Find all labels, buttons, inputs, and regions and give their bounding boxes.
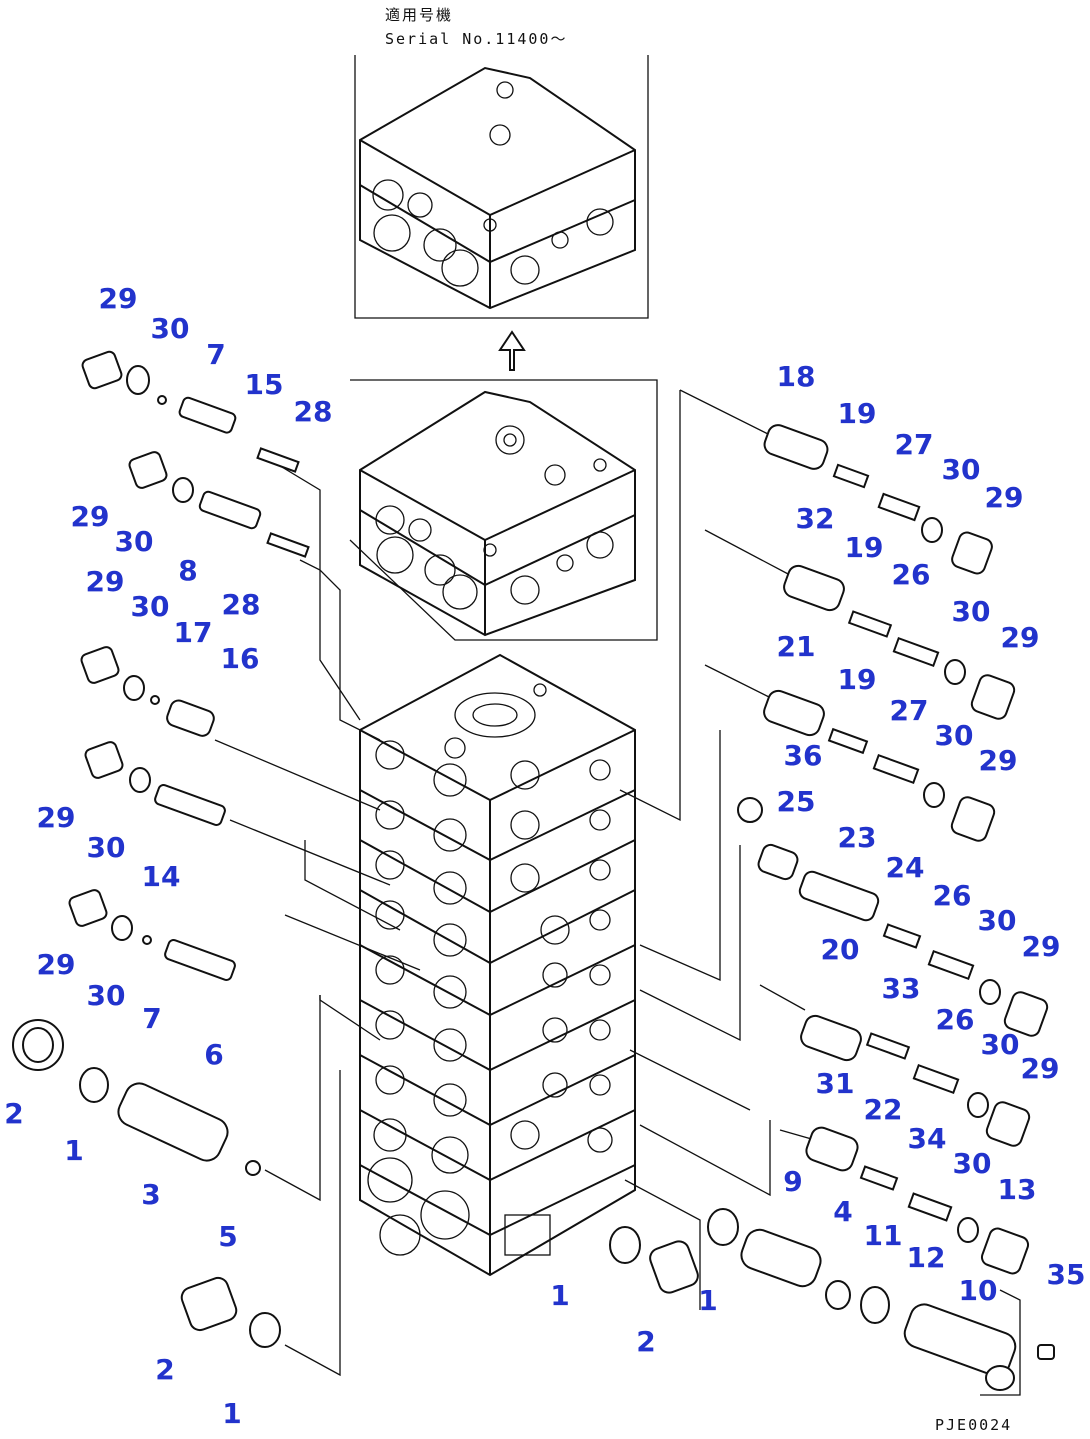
callout-28: 28 [222, 588, 261, 621]
callout-30: 30 [151, 312, 190, 345]
callout-26: 26 [892, 558, 931, 591]
callout-20: 20 [821, 933, 860, 966]
callout-29: 29 [37, 948, 76, 981]
callout-30: 30 [115, 525, 154, 558]
callout-30: 30 [942, 453, 981, 486]
serial-caption-jp: 適用号機 [385, 6, 453, 24]
callout-27: 27 [895, 428, 934, 461]
callout-14: 14 [142, 860, 181, 893]
callout-1: 1 [698, 1284, 717, 1317]
callout-24: 24 [886, 851, 925, 884]
callout-1: 1 [64, 1134, 83, 1167]
callout-29: 29 [979, 744, 1018, 777]
callout-16: 16 [221, 642, 260, 675]
callout-27: 27 [890, 694, 929, 727]
callout-30: 30 [87, 979, 126, 1012]
main-valve-body [359, 653, 636, 1277]
callout-33: 33 [882, 972, 921, 1005]
callout-30: 30 [87, 831, 126, 864]
callout-35: 35 [1047, 1258, 1086, 1291]
callout-10: 10 [959, 1274, 998, 1307]
inset-old-serial [349, 379, 658, 641]
callout-7: 7 [142, 1002, 161, 1035]
callout-22: 22 [864, 1093, 903, 1126]
inset-new-serial [354, 55, 649, 319]
callout-4: 4 [833, 1195, 852, 1228]
callout-19: 19 [838, 397, 877, 430]
callout-31: 31 [816, 1067, 855, 1100]
callout-12: 12 [907, 1241, 946, 1274]
callout-29: 29 [71, 500, 110, 533]
callout-30: 30 [978, 904, 1017, 937]
leader-lines-left [214, 454, 421, 1377]
callout-3: 3 [141, 1178, 160, 1211]
callout-15: 15 [245, 368, 284, 401]
callout-21: 21 [777, 630, 816, 663]
callout-36: 36 [784, 739, 823, 772]
callout-8: 8 [178, 554, 197, 587]
callout-29: 29 [86, 565, 125, 598]
callout-23: 23 [838, 821, 877, 854]
callout-19: 19 [845, 531, 884, 564]
callout-29: 29 [1021, 1052, 1060, 1085]
callout-30: 30 [935, 719, 974, 752]
callout-29: 29 [985, 481, 1024, 514]
callout-25: 25 [777, 785, 816, 818]
left-parts [12, 350, 739, 1348]
leader-lines-right [619, 389, 1021, 1396]
callout-26: 26 [933, 879, 972, 912]
drawing-code: PJE0024 [935, 1416, 1012, 1434]
callout-7: 7 [206, 338, 225, 371]
callout-2: 2 [4, 1097, 23, 1130]
right-parts [737, 424, 1055, 1391]
callout-32: 32 [796, 502, 835, 535]
callout-11: 11 [864, 1219, 903, 1252]
up-arrow [498, 330, 526, 371]
callout-19: 19 [838, 663, 877, 696]
callout-labels: 2930715282930828293017162930142930762135… [4, 282, 1085, 1430]
callout-17: 17 [174, 616, 213, 649]
callout-30: 30 [952, 595, 991, 628]
callout-29: 29 [99, 282, 138, 315]
callout-2: 2 [155, 1353, 174, 1386]
callout-28: 28 [294, 395, 333, 428]
serial-caption-en: Serial No.11400～ [385, 30, 567, 48]
callout-26: 26 [936, 1003, 975, 1036]
callout-9: 9 [783, 1165, 802, 1198]
callout-6: 6 [204, 1038, 223, 1071]
callout-5: 5 [218, 1220, 237, 1253]
callout-1: 1 [222, 1397, 241, 1430]
callout-1: 1 [550, 1279, 569, 1312]
callout-29: 29 [1001, 621, 1040, 654]
callout-13: 13 [998, 1173, 1037, 1206]
callout-2: 2 [636, 1325, 655, 1358]
callout-29: 29 [1022, 930, 1061, 963]
callout-30: 30 [953, 1147, 992, 1180]
callout-34: 34 [908, 1122, 947, 1155]
callout-30: 30 [131, 590, 170, 623]
callout-29: 29 [37, 801, 76, 834]
callout-18: 18 [777, 360, 816, 393]
callout-30: 30 [981, 1028, 1020, 1061]
